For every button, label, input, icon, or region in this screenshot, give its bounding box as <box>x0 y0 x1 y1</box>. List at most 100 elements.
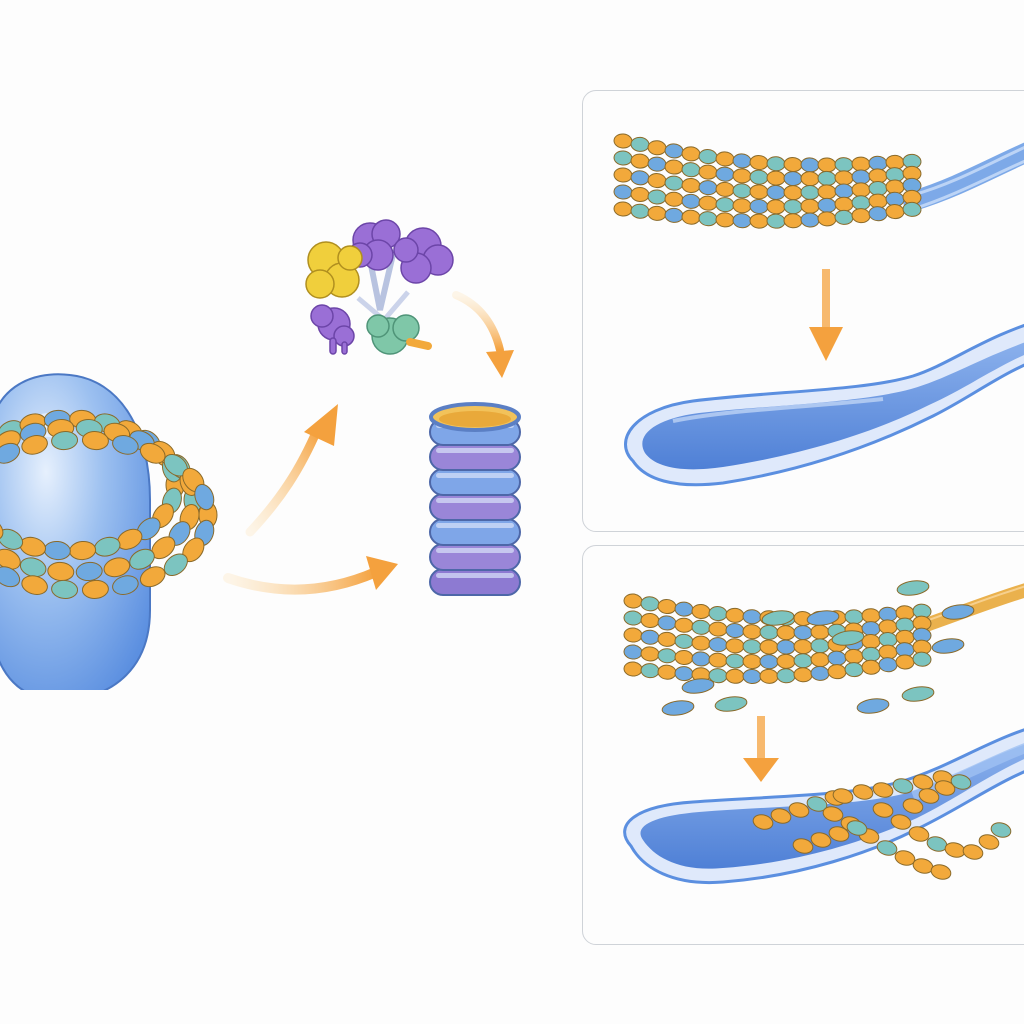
bundle-bead <box>742 609 762 625</box>
bundle-bead <box>732 153 752 169</box>
bundle-bead <box>715 181 735 197</box>
bundle-bead <box>810 638 830 654</box>
bundle-bead <box>793 625 813 641</box>
bundle-bead <box>725 638 745 654</box>
bundle-bead <box>657 599 677 615</box>
bundle-bead <box>674 633 694 649</box>
ring-bead <box>81 431 109 451</box>
chain-bead <box>846 820 868 836</box>
chain-bead <box>852 784 874 800</box>
bundle-bead <box>681 209 701 225</box>
bundle-bead <box>878 657 898 673</box>
bundle-bead <box>623 627 643 643</box>
ring-bead <box>0 517 4 541</box>
bundle-bead <box>793 653 813 669</box>
bundle-bead <box>657 648 677 664</box>
bundle-bead <box>759 668 779 684</box>
chain-bead <box>752 814 774 830</box>
yellow-lobe <box>305 241 363 299</box>
ring-highlight <box>436 573 514 578</box>
chain-bead <box>828 826 850 842</box>
ring-bead <box>139 566 166 588</box>
chain-bead <box>892 778 914 794</box>
bundle-bead <box>766 199 786 215</box>
bundle-bead <box>681 162 701 178</box>
purple-lobe-right <box>393 227 454 284</box>
fragment <box>901 686 935 702</box>
bundle-bead <box>698 164 718 180</box>
chain-bead <box>872 782 894 798</box>
bundle-bead <box>691 651 711 667</box>
ring-bead <box>81 579 109 599</box>
bundle-bead <box>749 198 769 215</box>
bundle-bead <box>640 663 660 679</box>
bundle-bead <box>800 184 820 200</box>
bundle-bead <box>742 624 762 640</box>
bundle-bead <box>698 149 718 165</box>
bundle-bead <box>749 184 769 200</box>
bundle-bead <box>664 143 684 159</box>
bundle-bead <box>732 198 752 214</box>
bundle-bead <box>715 166 735 182</box>
bundle-bead <box>708 621 728 637</box>
bundle-bead <box>817 197 837 213</box>
bundle-bead <box>844 648 864 664</box>
bundle-bead <box>759 639 779 655</box>
bundle-bead <box>834 183 854 199</box>
bundle-bead <box>800 198 820 214</box>
bundle-bead <box>732 183 752 199</box>
bundle-bead <box>708 637 728 653</box>
bundle-bead <box>732 213 752 229</box>
bundle-bead <box>912 651 932 667</box>
chain-bead <box>912 774 934 790</box>
chain-bead <box>872 802 894 818</box>
arrow-to-ring-stack <box>223 556 398 595</box>
panel-fragmenting-filament <box>582 545 1024 945</box>
chain-bead <box>934 780 956 796</box>
bundle-bead <box>647 205 667 221</box>
stack-ring <box>429 568 521 596</box>
ring-highlight <box>436 548 514 553</box>
fragment <box>931 638 965 654</box>
bundle-bead <box>902 201 922 217</box>
bundle-bead <box>674 649 694 665</box>
chain-bead <box>810 832 832 848</box>
bundle-bead <box>844 609 864 625</box>
bundle-bead <box>698 195 718 211</box>
bundle-bead <box>674 601 694 617</box>
ring-bead <box>21 435 48 455</box>
bundle-bead <box>698 211 718 227</box>
bundle-bead <box>691 635 711 651</box>
fragment <box>681 678 715 694</box>
bundle-bead <box>783 157 803 173</box>
bundle-bead <box>623 661 643 677</box>
panel-bundled-filament-to-tubule <box>582 90 1024 532</box>
ring-bead <box>51 579 79 599</box>
chain-bead <box>990 822 1012 838</box>
bundle-bead <box>657 615 677 631</box>
bundle-bead <box>681 178 701 194</box>
chain-bead <box>822 806 844 822</box>
bundle-bead <box>827 650 847 666</box>
bundle-bead <box>844 662 864 678</box>
stack-ring <box>429 543 521 571</box>
bundle-bead <box>613 201 633 217</box>
bundle-bead <box>640 646 660 662</box>
bundle-bead <box>783 199 803 215</box>
bundle-bead <box>664 175 684 191</box>
bundle-bead <box>725 607 745 623</box>
arrow-to-complex <box>245 404 338 537</box>
bundle-bead <box>674 666 694 682</box>
bundle-bead <box>725 653 745 669</box>
fragment <box>896 580 930 596</box>
bundle-bead <box>834 196 854 212</box>
bundle-bead <box>776 668 796 684</box>
ring-highlight <box>436 498 514 503</box>
arrow-down-bottom <box>743 716 779 782</box>
vesicle-with-ring-filaments <box>0 373 218 690</box>
bundle-bead <box>810 652 830 668</box>
bundle-bead <box>834 170 854 186</box>
bundle-bead <box>664 159 684 175</box>
bundle-bead <box>708 606 728 622</box>
bundle-bead <box>647 189 667 205</box>
